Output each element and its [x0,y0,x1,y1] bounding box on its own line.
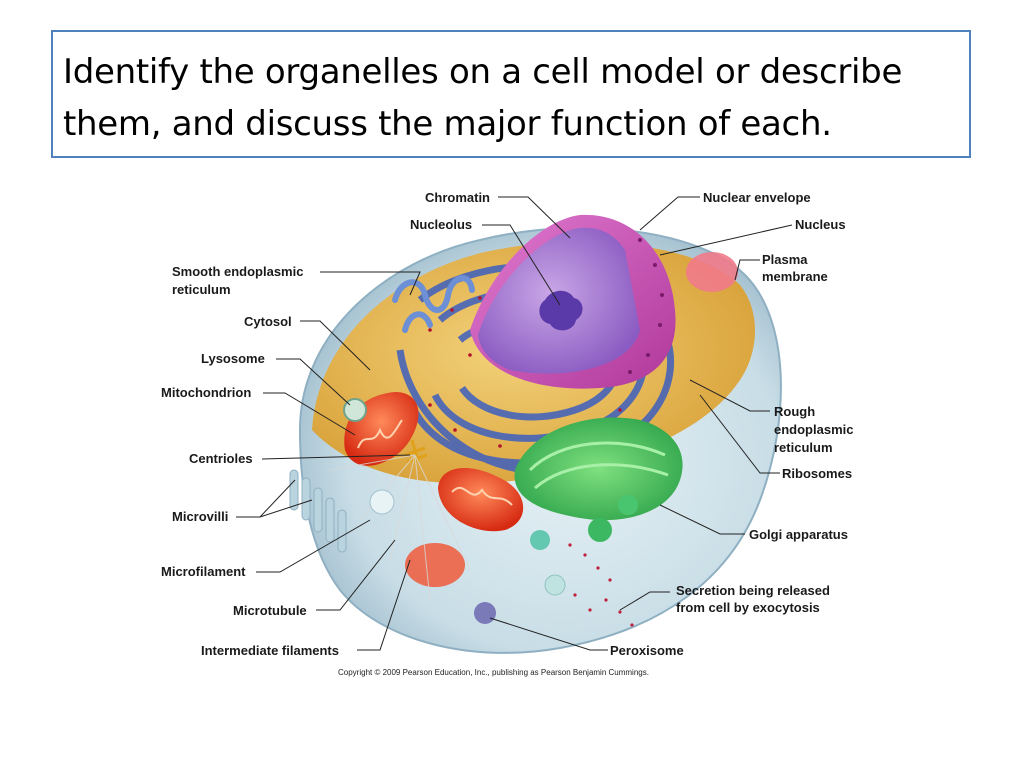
label-chromatin: Chromatin [425,190,490,205]
label-rough-er-1: Rough [774,404,815,419]
label-nuclear-envelope: Nuclear envelope [703,190,811,205]
vesicle-shape [369,489,395,515]
label-intermediate-filaments: Intermediate filaments [201,643,339,658]
cytoskeleton-lines [329,454,471,601]
label-smooth-er-1: Smooth endoplasmic [172,264,303,279]
label-smooth-er-2: reticulum [172,282,231,297]
label-mitochondrion: Mitochondrion [161,385,251,400]
label-plasma-membrane-2: membrane [762,269,828,284]
label-nucleolus: Nucleolus [410,217,472,232]
label-secretion-1: Secretion being released [676,583,830,598]
label-golgi-apparatus: Golgi apparatus [749,527,848,542]
copyright-notice: Copyright © 2009 Pearson Education, Inc.… [338,668,649,677]
slide-title-box: Identify the organelles on a cell model … [51,30,971,158]
peroxisome-shape [474,602,496,624]
label-cytosol: Cytosol [244,314,292,329]
label-peroxisome: Peroxisome [610,643,684,658]
secretion-dots [568,543,634,627]
microvilli-shape [289,469,347,553]
golgi-shape [514,417,683,550]
slide-title: Identify the organelles on a cell model … [63,46,959,150]
nucleolus-shape [539,290,583,331]
label-ribosomes: Ribosomes [782,466,852,481]
cell-illustration [289,214,782,654]
slide-title-line-2: them, and discuss the major function of … [63,104,832,144]
slide-title-line-1: Identify the organelles on a cell model … [63,52,903,92]
diagram-labels: Chromatin Nucleolus Nuclear envelope Nuc… [161,190,853,677]
smooth-er-shape [392,275,475,333]
label-plasma-membrane-1: Plasma [762,252,808,267]
mitochondrion-shape-3 [405,543,465,587]
nuclear-pores [628,238,664,374]
vesicle-shape-2 [544,574,566,596]
label-microvilli: Microvilli [172,509,228,524]
membrane-vesicle [686,252,738,292]
label-microfilament: Microfilament [161,564,246,579]
label-centrioles: Centrioles [189,451,253,466]
label-rough-er-2: endoplasmic [774,422,853,437]
leader-lines [236,196,793,651]
label-rough-er-3: reticulum [774,440,833,455]
label-nucleus: Nucleus [795,217,846,232]
label-lysosome: Lysosome [201,351,265,366]
label-secretion-2: from cell by exocytosis [676,600,820,615]
mitochondrion-shape-2 [438,467,524,532]
label-microtubule: Microtubule [233,603,307,618]
